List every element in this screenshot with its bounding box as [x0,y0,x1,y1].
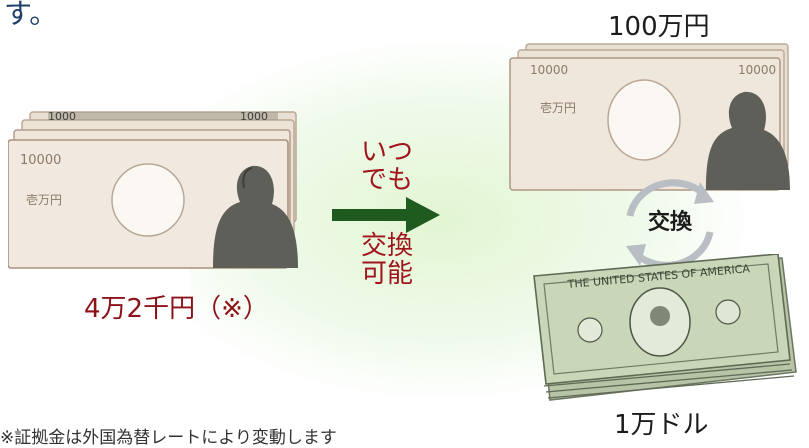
left-amount-label: 4万2千円（※） [84,294,269,324]
yen-banknote-icon: 10000 壱万円 1000 1000 [8,110,298,269]
exchangeable-label: 交換 可能 [360,231,413,289]
yen-amount-label: 100万円 [608,12,710,42]
header-fragment-text: す。 [4,0,58,30]
svg-text:10000: 10000 [530,63,568,77]
footnote-text: ※証拠金は外国為替レートにより変動します [0,428,337,448]
anytime-label: いつ でも [360,137,413,195]
svg-text:壱万円: 壱万円 [540,101,576,115]
exchange-label: 交換 [647,210,692,235]
dollar-banknote-icon: THE UNITED STATES OF AMERICA [533,254,797,401]
dollar-amount-label: 1万ドル [614,410,709,440]
yen-banknote-icon: 10000 10000 壱万円 [509,43,790,191]
svg-text:1000: 1000 [48,110,76,123]
svg-text:1000: 1000 [240,110,268,123]
svg-text:10000: 10000 [738,63,776,77]
svg-text:壱万円: 壱万円 [26,193,62,207]
right-arrow-icon [332,197,440,233]
svg-text:10000: 10000 [20,153,61,168]
